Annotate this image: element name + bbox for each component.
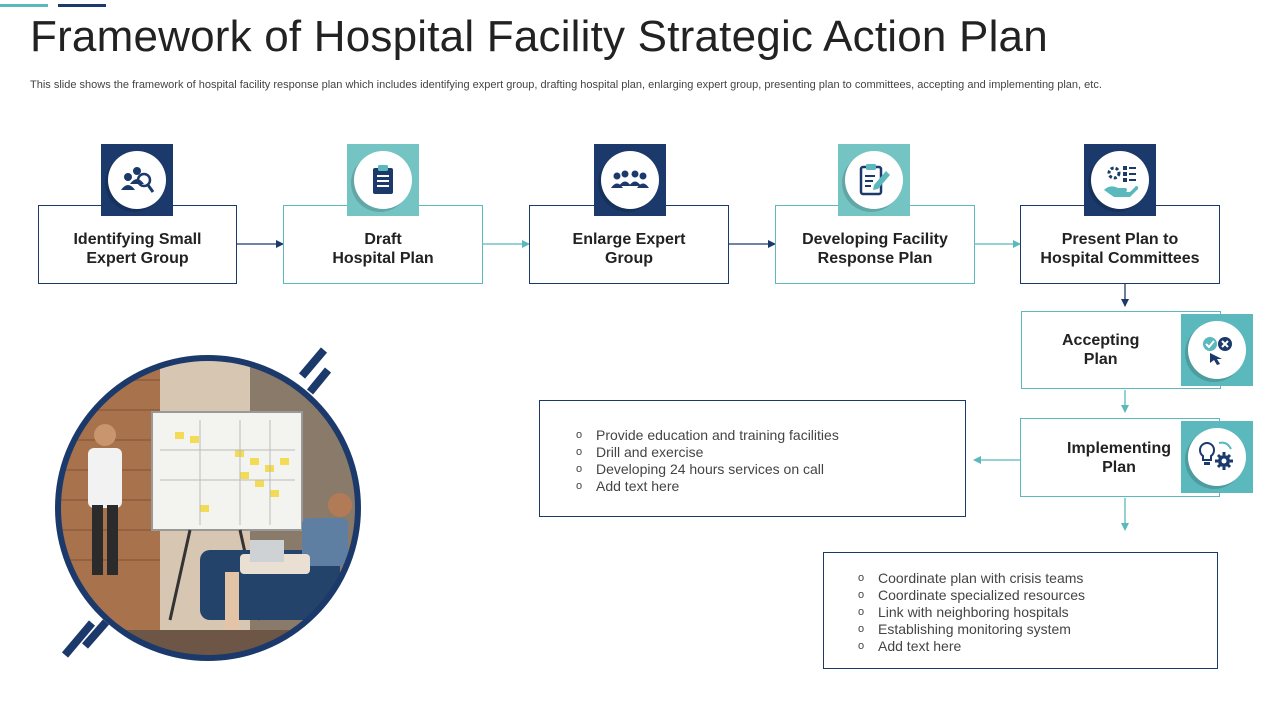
list-item: Establishing monitoring system bbox=[858, 621, 1217, 638]
step-present-plan: Present Plan to Hospital Committees bbox=[1020, 205, 1220, 284]
list-item: Add text here bbox=[858, 638, 1217, 655]
bulb-gear-icon bbox=[1188, 428, 1246, 486]
meeting-photo bbox=[40, 340, 380, 670]
clipboard-icon bbox=[354, 151, 412, 209]
step-developing-response-plan: Developing Facility Response Plan bbox=[775, 205, 975, 284]
list-item: Drill and exercise bbox=[576, 444, 965, 461]
step-draft-hospital-plan: Draft Hospital Plan bbox=[283, 205, 483, 284]
tile-draft bbox=[347, 144, 419, 216]
education-list: Provide education and training facilitie… bbox=[576, 427, 965, 495]
tile-present bbox=[1084, 144, 1156, 216]
list-item: Add text here bbox=[576, 478, 965, 495]
tile-identifying bbox=[101, 144, 173, 216]
step-label: Present Plan to Hospital Committees bbox=[1040, 222, 1199, 268]
group-icon bbox=[601, 151, 659, 209]
list-item: Link with neighboring hospitals bbox=[858, 604, 1217, 621]
list-box-education: Provide education and training facilitie… bbox=[539, 400, 966, 517]
step-label: Implementing Plan bbox=[1067, 439, 1171, 477]
hand-gear-icon bbox=[1091, 151, 1149, 209]
list-item: Provide education and training facilitie… bbox=[576, 427, 965, 444]
list-item: Coordinate specialized resources bbox=[858, 587, 1217, 604]
team-search-icon bbox=[108, 151, 166, 209]
step-label: Developing Facility Response Plan bbox=[802, 222, 948, 268]
list-box-coordination: Coordinate plan with crisis teams Coordi… bbox=[823, 552, 1218, 669]
step-identifying-expert-group: Identifying Small Expert Group bbox=[38, 205, 237, 284]
check-cross-icon bbox=[1188, 321, 1246, 379]
tile-developing bbox=[838, 144, 910, 216]
list-item: Developing 24 hours services on call bbox=[576, 461, 965, 478]
step-label: Enlarge Expert Group bbox=[573, 222, 686, 268]
tile-accepting bbox=[1181, 314, 1253, 386]
step-label: Accepting Plan bbox=[1062, 331, 1139, 369]
list-item: Coordinate plan with crisis teams bbox=[858, 570, 1217, 587]
edit-clipboard-icon bbox=[845, 151, 903, 209]
step-enlarge-expert-group: Enlarge Expert Group bbox=[529, 205, 729, 284]
step-label: Identifying Small Expert Group bbox=[73, 222, 201, 268]
tile-implementing bbox=[1181, 421, 1253, 493]
step-label: Draft Hospital Plan bbox=[332, 222, 433, 268]
coordination-list: Coordinate plan with crisis teams Coordi… bbox=[858, 570, 1217, 655]
tile-enlarge bbox=[594, 144, 666, 216]
